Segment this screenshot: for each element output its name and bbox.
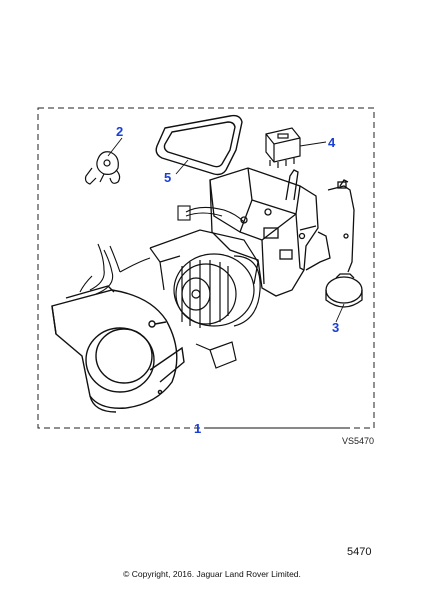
- blower-housing-bracket: [209, 167, 331, 297]
- relay-part: [265, 127, 301, 168]
- assembly-boundary: [37, 107, 375, 429]
- vacuum-actuator-part: [325, 179, 363, 308]
- callout-2: 2: [116, 124, 123, 139]
- page-number: 5470: [347, 546, 372, 558]
- wiring-harness: [79, 205, 245, 295]
- callout-5: 5: [164, 170, 171, 185]
- blower-scroll-housing: [51, 285, 185, 413]
- leader-lines: [107, 137, 350, 429]
- blower-fan-wheel: [173, 253, 261, 328]
- callout-4: 4: [328, 135, 336, 150]
- drawing-reference: VS5470: [342, 436, 374, 446]
- seal-gasket-part: [155, 114, 243, 176]
- retaining-clip: [195, 341, 237, 369]
- sensor-part: [84, 151, 121, 185]
- callout-3: 3: [332, 320, 339, 335]
- motor-mount-plate: [149, 229, 259, 291]
- callout-1: 1: [194, 421, 201, 436]
- copyright-notice: © Copyright, 2016. Jaguar Land Rover Lim…: [123, 569, 301, 579]
